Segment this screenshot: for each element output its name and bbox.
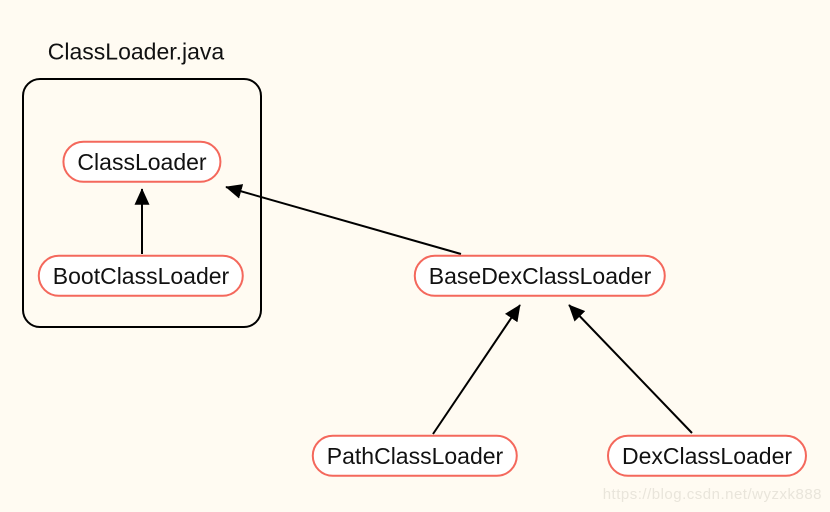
- arrow-pathclassloader-to-basedexclassloader: [432, 304, 521, 435]
- watermark: https://blog.csdn.net/wyzxk888: [602, 486, 822, 503]
- classloader-java-group-box: [22, 78, 262, 328]
- diagram-title: ClassLoader.java: [47, 38, 225, 65]
- node-pathclassloader: PathClassLoader: [311, 434, 519, 478]
- node-classloader: ClassLoader: [62, 140, 222, 184]
- node-dexclassloader: DexClassLoader: [606, 434, 808, 478]
- node-basedexclassloader: BaseDexClassLoader: [413, 254, 667, 298]
- arrow-dexclassloader-to-basedexclassloader: [568, 304, 693, 434]
- node-bootclassloader: BootClassLoader: [37, 254, 245, 298]
- arrow-basedexclassloader-to-classloader: [225, 184, 462, 255]
